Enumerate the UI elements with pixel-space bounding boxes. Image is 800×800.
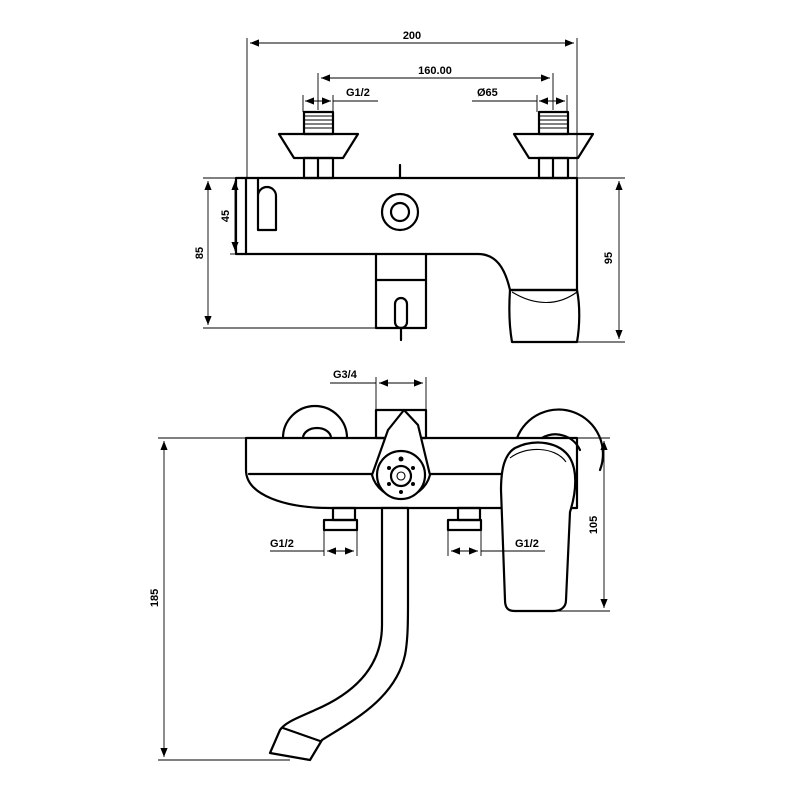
dimension-diameter: Ø65 [472,87,568,112]
inlet-left-front [322,506,359,532]
faucet-body-top [234,163,579,292]
label-thread-left-top: G1/2 [346,87,370,99]
faucet-body-front [244,436,579,510]
label-width-overall: 200 [403,30,421,42]
label-height-right: 95 [603,252,615,264]
dimension-height-handle: 105 [553,437,610,612]
label-height-overall: 185 [149,589,161,607]
inlet-right-front [446,506,483,532]
spout-outlet-top [374,252,428,342]
lever-handle-top [508,288,581,344]
inlet-connector-right [512,110,595,180]
dimension-thread-left-front: G1/2 [270,530,358,556]
spout-front [268,506,410,762]
label-diameter: Ø65 [477,87,498,99]
dimension-thread-left-top: G1/2 [302,87,378,112]
label-centers: 160.00 [418,65,452,77]
wall-flange-left [281,404,349,440]
inlet-connector-left [277,110,360,180]
label-height-handle: 105 [588,516,600,534]
diverter-center [389,464,413,488]
top-view: 200 160.00 G1/2 Ø65 [194,30,625,344]
diverter-lever-front [370,408,432,501]
front-view: G3/4 [149,369,610,762]
diverter-knob [380,192,420,232]
dimension-height-overall: 185 [149,437,290,761]
label-height-inner: 45 [220,210,232,222]
dimension-height-right: 95 [577,177,625,343]
dimension-height-inner: 45 [220,177,246,255]
label-height-left: 85 [194,247,206,259]
dimension-overall-width: 200 [246,30,578,178]
label-thread-right-front: G1/2 [515,538,539,550]
label-top-thread: G3/4 [333,369,358,381]
dimension-height-left: 85 [194,177,376,329]
label-thread-left-front: G1/2 [270,538,294,550]
aerator-slot [393,296,409,330]
lever-handle-front [499,441,577,613]
dimension-thread-right-front: G1/2 [447,530,545,556]
dimension-top-thread: G3/4 [330,369,427,410]
